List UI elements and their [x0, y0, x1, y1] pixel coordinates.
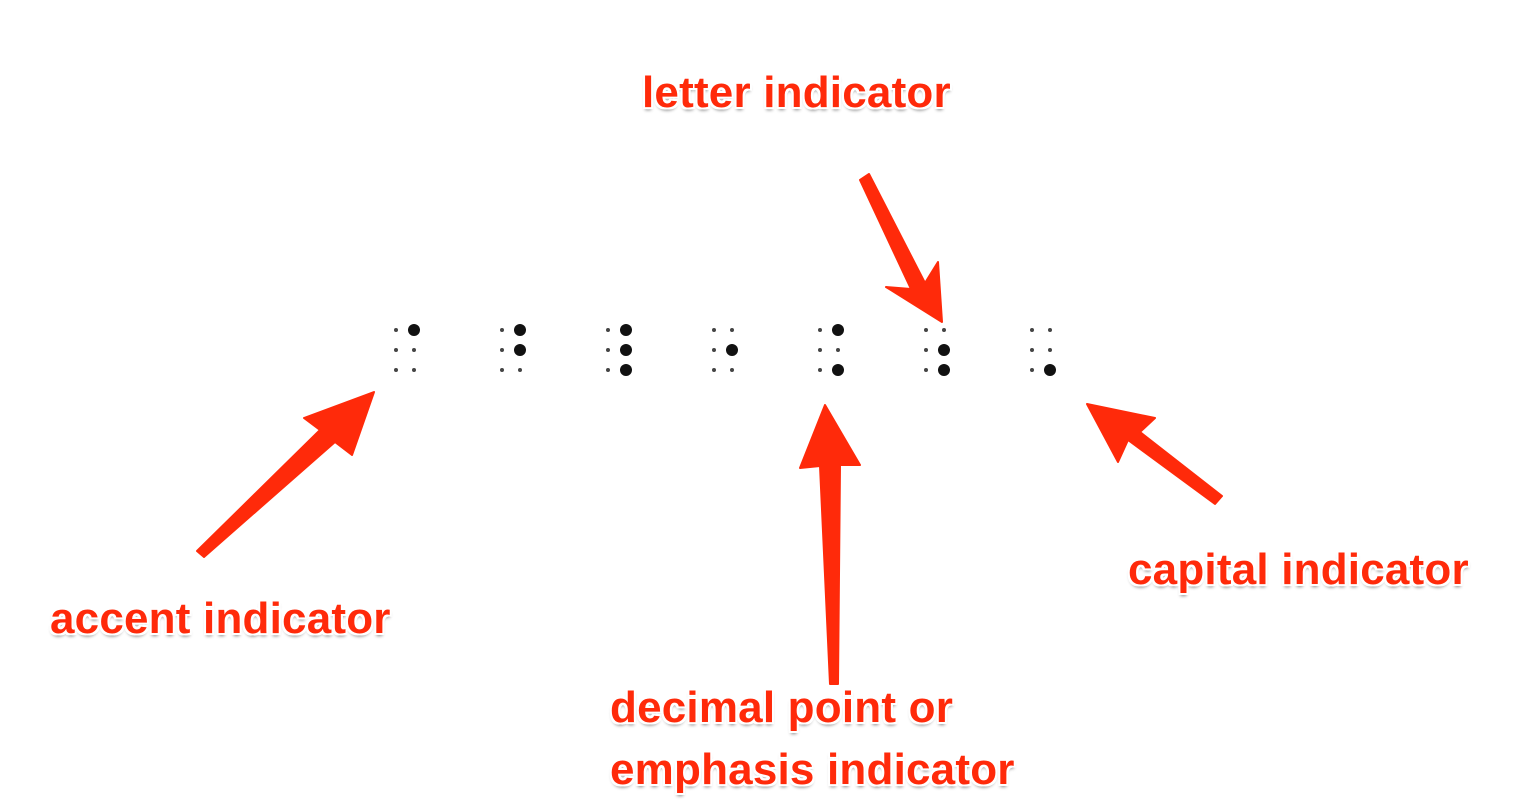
flat-dot — [412, 348, 416, 352]
flat-dot — [818, 368, 822, 372]
braille-cell — [1030, 328, 1056, 376]
flat-dot — [730, 328, 734, 332]
flat-dot — [394, 368, 398, 372]
arrow-letter-indicator — [859, 173, 943, 323]
raised-dot — [1044, 364, 1056, 376]
braille-cells — [394, 324, 1056, 376]
flat-dot — [712, 328, 716, 332]
raised-dot — [726, 344, 738, 356]
flat-dot — [712, 368, 716, 372]
flat-dot — [1030, 348, 1034, 352]
raised-dot — [514, 344, 526, 356]
flat-dot — [500, 328, 504, 332]
capital-indicator-label: capital indicator — [1128, 545, 1469, 594]
flat-dot — [924, 348, 928, 352]
flat-dot — [518, 368, 522, 372]
braille-cell — [818, 324, 844, 376]
flat-dot — [394, 348, 398, 352]
raised-dot — [832, 364, 844, 376]
flat-dot — [412, 368, 416, 372]
arrow-capital-indicator — [1086, 403, 1223, 505]
flat-dot — [1030, 368, 1034, 372]
flat-dot — [394, 328, 398, 332]
flat-dot — [500, 348, 504, 352]
flat-dot — [1048, 348, 1052, 352]
flat-dot — [1048, 328, 1052, 332]
letter-indicator-label: letter indicator — [642, 68, 951, 117]
raised-dot — [620, 364, 632, 376]
flat-dot — [606, 368, 610, 372]
flat-dot — [942, 328, 946, 332]
braille-cell — [394, 324, 420, 372]
accent-indicator-label: accent indicator — [50, 594, 391, 643]
flat-dot — [730, 368, 734, 372]
braille-cell — [712, 328, 738, 372]
raised-dot — [832, 324, 844, 336]
braille-cell — [606, 324, 632, 376]
raised-dot — [408, 324, 420, 336]
flat-dot — [818, 328, 822, 332]
braille-cell — [500, 324, 526, 372]
raised-dot — [938, 364, 950, 376]
raised-dot — [620, 324, 632, 336]
flat-dot — [924, 368, 928, 372]
flat-dot — [924, 328, 928, 332]
raised-dot — [514, 324, 526, 336]
flat-dot — [606, 328, 610, 332]
flat-dot — [818, 348, 822, 352]
flat-dot — [500, 368, 504, 372]
flat-dot — [1030, 328, 1034, 332]
flat-dot — [836, 348, 840, 352]
decimal-label-line-1: decimal point or — [610, 683, 954, 732]
flat-dot — [606, 348, 610, 352]
decimal-label-line-2: emphasis indicator — [610, 745, 1015, 794]
braille-cell — [924, 328, 950, 376]
arrow-decimal-indicator — [799, 404, 861, 685]
flat-dot — [712, 348, 716, 352]
decimal-emphasis-indicator-label: decimal point or emphasis indicator — [610, 677, 1015, 801]
raised-dot — [938, 344, 950, 356]
raised-dot — [620, 344, 632, 356]
arrow-accent-indicator — [196, 391, 375, 558]
